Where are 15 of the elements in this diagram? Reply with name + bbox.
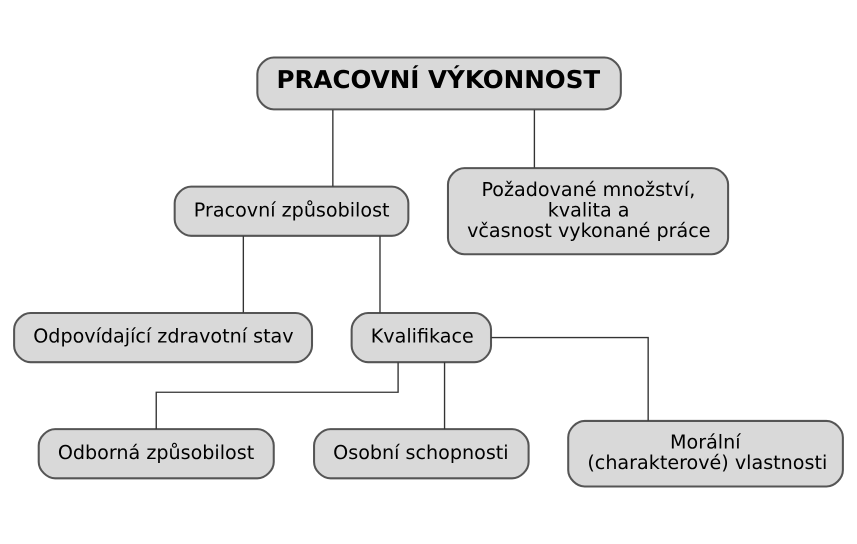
connector xyxy=(242,236,244,313)
connector xyxy=(491,336,649,421)
connector xyxy=(156,362,399,430)
node-box: Osobní schopnosti xyxy=(313,428,530,480)
connector xyxy=(332,110,334,186)
connector xyxy=(444,362,446,430)
node-box: Odpovídající zdravotní stav xyxy=(13,312,314,364)
connector xyxy=(379,236,381,313)
node-box: Pracovní způsobilost xyxy=(174,186,410,237)
node-box: Odborná způsobilost xyxy=(38,428,275,480)
node-box: PRACOVNÍ VÝKONNOST xyxy=(256,56,622,110)
node-box: Morální (charakterové) vlastnosti xyxy=(567,420,844,488)
node-box: Požadované množství, kvalita a včasnost vykonané práce xyxy=(446,167,730,256)
connector xyxy=(534,110,536,168)
node-box: Kvalifikace xyxy=(350,312,492,364)
